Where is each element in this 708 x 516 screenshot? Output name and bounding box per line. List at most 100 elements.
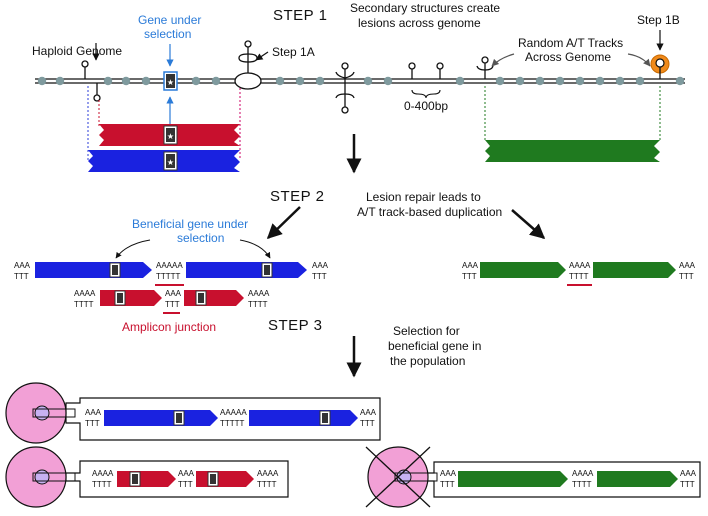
seq-ttt: TTT	[178, 480, 193, 489]
chromosome-bead	[315, 76, 325, 86]
svg-text:★: ★	[167, 158, 174, 167]
gene-under-selection-line1: Gene under	[138, 13, 201, 27]
chromosome-bead	[495, 76, 505, 86]
seq-ttt: TTT	[679, 272, 694, 281]
random-arrow-left	[491, 53, 515, 67]
cruciform-2	[335, 62, 355, 114]
seq-aaaa: AAAA	[92, 469, 114, 478]
chromosome-bead	[275, 76, 285, 86]
seq-ttt: TTT	[165, 300, 180, 309]
hairpin-0-400bp	[408, 62, 444, 79]
seq-ttt: TTT	[440, 480, 455, 489]
chromosome-bead	[363, 76, 373, 86]
cross-out-line-2	[365, 446, 431, 508]
random-at-tracks-line2: Across Genome	[525, 50, 611, 64]
seq-ttt: TTT	[14, 272, 29, 281]
step3-caption-line2: beneficial gene in	[388, 339, 481, 353]
green-duplication-step2: AAA TTT AAAA TTTT AAA TTT	[462, 261, 696, 286]
beneficial-arrow-left	[115, 239, 151, 259]
seq-ttt: TTT	[312, 272, 327, 281]
gene-under-selection-line2: selection	[144, 27, 191, 41]
seq-aaa: AAA	[178, 469, 195, 478]
seq-ttt: TTT	[680, 480, 695, 489]
chromosome-beads	[37, 76, 685, 86]
chromosome-bead	[295, 76, 305, 86]
chromosome-bead	[141, 76, 151, 86]
seq-aaaa: AAAA	[569, 261, 591, 270]
chromosome-bead	[121, 76, 131, 86]
hairpin-haploid	[81, 60, 101, 102]
lesion-step1b	[650, 54, 670, 79]
chromosome-bead	[191, 76, 201, 86]
chromosome-bead	[211, 76, 221, 86]
step1a-label: Step 1A	[272, 45, 315, 59]
lesion-bubble-step1a	[234, 72, 262, 90]
blue-duplication-step2: AAA TTT AAAAA TTTTT AAA TTT	[14, 261, 329, 286]
random-at-tracks-line1: Random A/T Tracks	[518, 36, 623, 50]
amplicon-junction-label: Amplicon junction	[122, 320, 216, 334]
cell-blue-amplicon: AAA TTT AAAAA TTTTT AAA TTT	[5, 382, 381, 444]
beneficial-gene-line2: selection	[177, 231, 224, 245]
chromosome-bead	[383, 76, 393, 86]
seq-aaa: AAA	[680, 469, 697, 478]
chromosome-bead	[675, 76, 685, 86]
seq-aaaa: AAAA	[257, 469, 279, 478]
cruciform-1	[238, 40, 258, 73]
step1-caption-line2: lesions across genome	[358, 16, 481, 30]
seq-aaaaa: AAAAA	[220, 408, 247, 417]
spacing-brace	[411, 89, 441, 99]
cell-green-amplicon-eliminated: AAA TTT AAAA TTTT AAA TTT	[365, 446, 701, 508]
red-segment-step1: ★	[99, 124, 240, 146]
spacing-label: 0-400bp	[404, 99, 448, 113]
seq-aaa: AAA	[462, 261, 479, 270]
step2-title: STEP 2	[270, 188, 324, 205]
beneficial-arrow-right	[239, 239, 271, 259]
seq-tttt: TTTT	[257, 480, 277, 489]
beneficial-gene-line1: Beneficial gene under	[132, 217, 248, 231]
step1a-arrow	[255, 51, 269, 61]
seq-aaa: AAA	[85, 408, 102, 417]
chromosome-bead	[455, 76, 465, 86]
seq-tttt: TTTT	[569, 272, 589, 281]
seq-tttt: TTTT	[92, 480, 112, 489]
svg-text:★: ★	[167, 78, 174, 87]
svg-text:★: ★	[167, 132, 174, 141]
step3-caption-line3: the population	[390, 354, 465, 368]
step3-caption-line1: Selection for	[393, 324, 460, 338]
seq-aaa: AAA	[440, 469, 457, 478]
seq-tttt: TTTT	[572, 480, 592, 489]
chromosome-bead	[635, 76, 645, 86]
seq-aaa: AAA	[312, 261, 329, 270]
gene-box-chromosome: ★	[163, 71, 178, 91]
cell-red-amplicon: AAAA TTTT AAA TTT AAAA TTTT	[5, 446, 289, 508]
seq-aaaa: AAAA	[248, 289, 270, 298]
seq-aaa: AAA	[165, 289, 182, 298]
seq-aaa: AAA	[679, 261, 696, 270]
seq-ttt: TTT	[85, 419, 100, 428]
seq-ttttt: TTTTT	[156, 272, 181, 281]
random-arrow-right	[627, 53, 651, 67]
hairpin-green-left	[476, 56, 494, 79]
arrow-step2-right	[511, 209, 546, 239]
chromosome-bead	[555, 76, 565, 86]
red-duplication-step2: AAAA TTTT AAA TTT AAAA TTTT	[74, 289, 270, 314]
chromosome-bead	[535, 76, 545, 86]
green-segment-step1	[485, 140, 660, 162]
step1b-label: Step 1B	[637, 13, 680, 27]
seq-ttt: TTT	[462, 272, 477, 281]
step1-title: STEP 1	[273, 7, 327, 24]
seq-aaa: AAA	[360, 408, 377, 417]
chromosome	[35, 76, 685, 86]
chromosome-bead	[595, 76, 605, 86]
chromosome-bead	[103, 76, 113, 86]
seq-ttttt: TTTTT	[220, 419, 245, 428]
chromosome-bead	[37, 76, 47, 86]
chromosome-bead	[575, 76, 585, 86]
seq-aaaa: AAAA	[572, 469, 594, 478]
chromosome-bead	[615, 76, 625, 86]
seq-aaaa: AAAA	[74, 289, 96, 298]
step1-caption-line1: Secondary structures create	[350, 1, 500, 15]
seq-aaaaa: AAAAA	[156, 261, 183, 270]
chromosome-bead	[515, 76, 525, 86]
